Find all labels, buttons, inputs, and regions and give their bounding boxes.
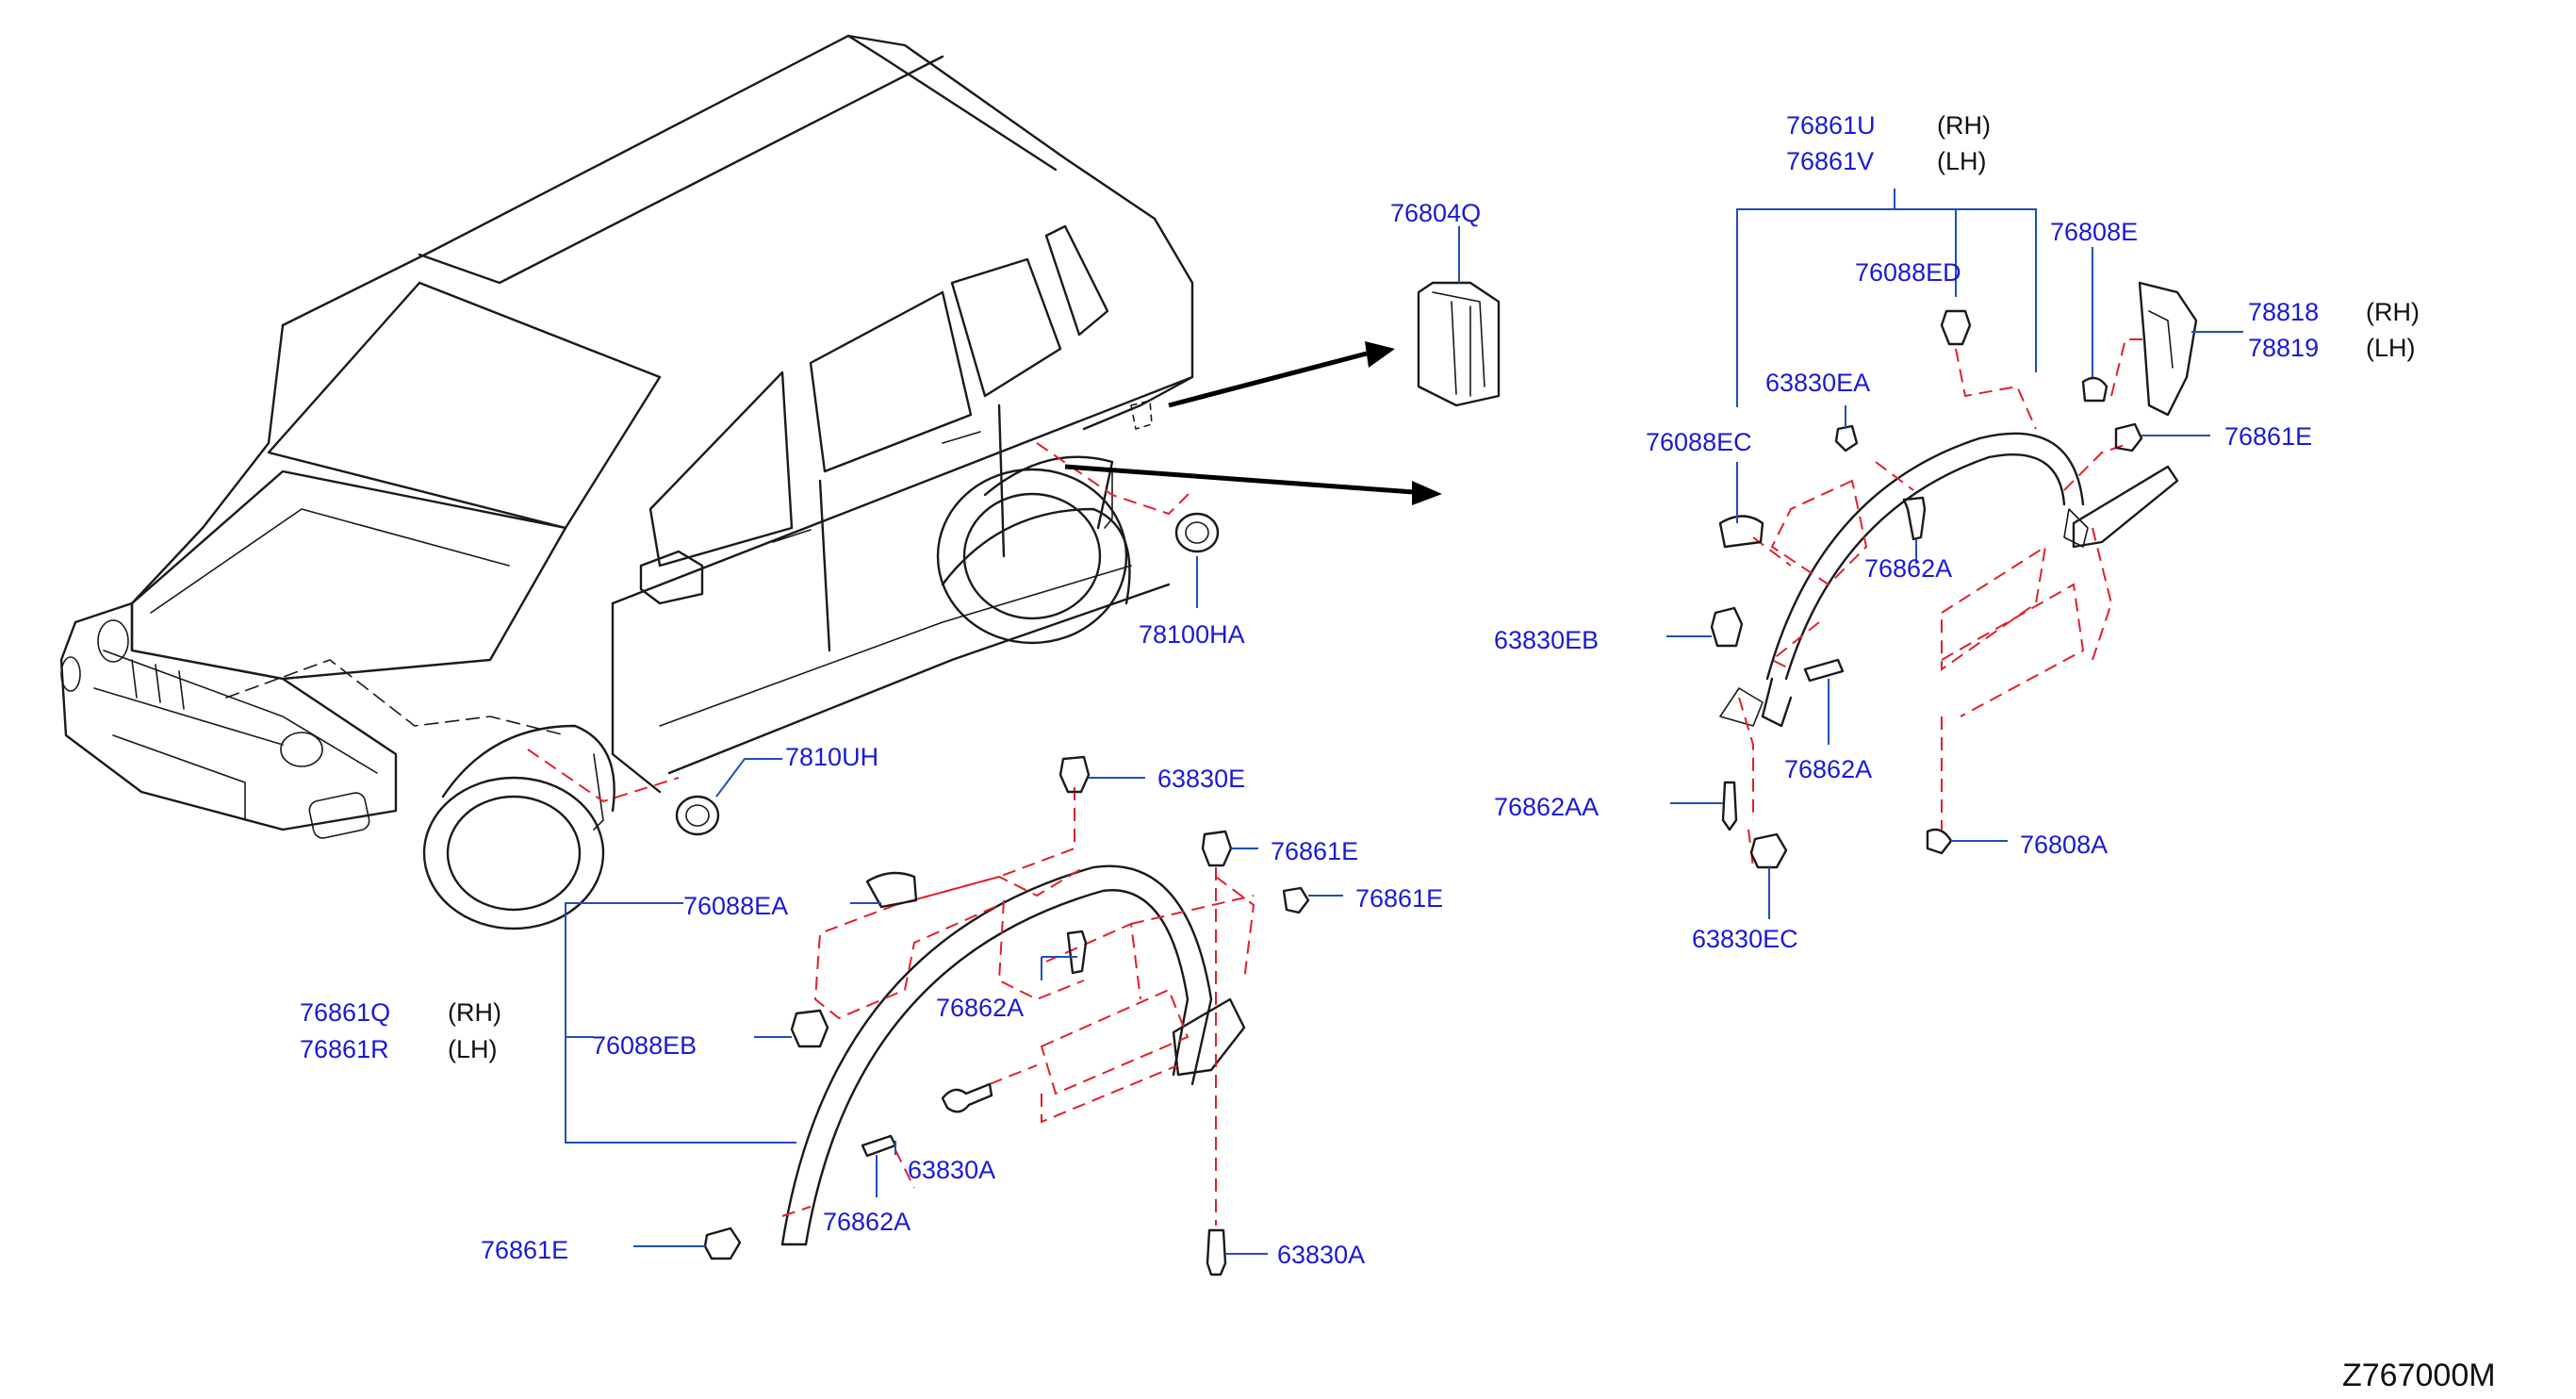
part-76804Q-drawing <box>1417 226 1501 407</box>
vehicle-illustration <box>59 34 1194 930</box>
label-76861R-side: (LH) <box>448 1035 498 1063</box>
label-76862A-r1: 76862A <box>1864 554 1952 583</box>
label-76862A-f1: 76862A <box>936 994 1024 1022</box>
label-76861U: 76861U <box>1786 111 1876 140</box>
label-63830A-1: 63830A <box>908 1156 995 1184</box>
label-63830EB: 63830EB <box>1494 626 1599 654</box>
part-78100HA-drawing <box>1174 512 1220 608</box>
label-76808E: 76808E <box>2050 218 2138 246</box>
label-76861Q-side: (RH) <box>448 998 501 1027</box>
label-76862A-r2: 76862A <box>1784 755 1872 783</box>
callout-arrows <box>1064 341 1442 505</box>
label-63830E: 63830E <box>1157 765 1245 793</box>
label-78100H: 7810UH <box>785 743 878 771</box>
label-76861Q: 76861Q <box>300 998 390 1027</box>
label-78819-side: (LH) <box>2366 334 2416 362</box>
label-78818-side: (RH) <box>2366 298 2420 326</box>
label-76088EB: 76088EB <box>592 1031 697 1060</box>
label-76808A: 76808A <box>2020 831 2108 859</box>
label-76861R: 76861R <box>300 1035 389 1063</box>
label-76861E-rear: 76861E <box>2224 422 2312 451</box>
label-76861V-side: (LH) <box>1937 147 1987 175</box>
label-76861V: 76861V <box>1786 147 1874 175</box>
label-76088ED: 76088ED <box>1855 258 1961 287</box>
label-76861E-f1: 76861E <box>1271 837 1358 865</box>
label-78819: 78819 <box>2248 334 2319 362</box>
label-76862AA: 76862AA <box>1494 793 1599 821</box>
label-76862A-f2: 76862A <box>823 1208 911 1236</box>
label-78818: 78818 <box>2248 298 2319 326</box>
diagram-code: Z767000M <box>2342 1358 2496 1393</box>
rear-flare-assembly <box>1719 189 2198 868</box>
label-76088EA: 76088EA <box>683 892 788 920</box>
label-63830EA: 63830EA <box>1765 369 1870 397</box>
label-63830EC: 63830EC <box>1692 925 1798 953</box>
front-fasteners <box>633 755 1343 1276</box>
label-76861E-f3: 76861E <box>481 1236 568 1264</box>
part-labels: 76804Q 78100HA 7810UH 76861U (RH) 76861V… <box>300 111 2496 1393</box>
rear-fasteners <box>1666 247 2210 919</box>
part-78100H-drawing <box>675 758 782 836</box>
label-76804Q: 76804Q <box>1390 199 1481 227</box>
front-flare-assembly <box>565 787 1255 1246</box>
label-78100HA: 78100HA <box>1139 620 1245 649</box>
label-63830A-2: 63830A <box>1277 1241 1365 1269</box>
label-76861U-side: (RH) <box>1937 111 1991 140</box>
label-76861E-f2: 76861E <box>1355 884 1443 913</box>
label-76088EC: 76088EC <box>1646 428 1752 456</box>
